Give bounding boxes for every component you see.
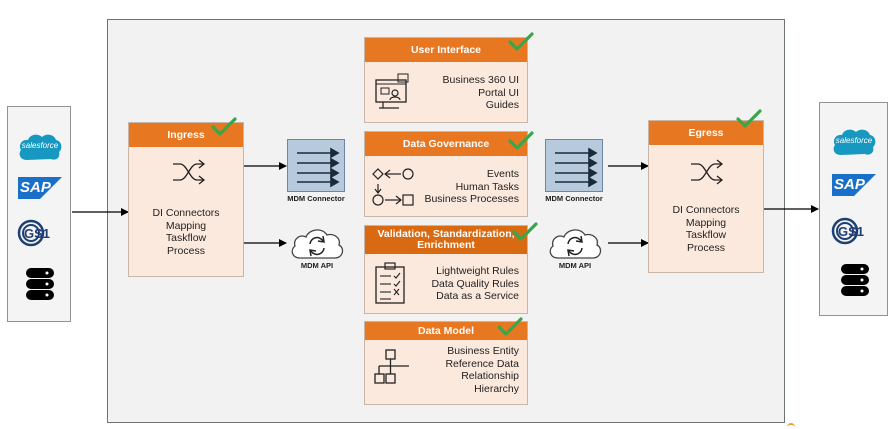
shuffle-icon <box>691 159 724 185</box>
sap-logo: SAP <box>832 174 876 201</box>
mdm-api-left-label: MDM API <box>300 261 334 270</box>
gs1-logo: GS1 <box>17 219 63 252</box>
cloud-sync-icon <box>549 229 602 259</box>
parallel-arrows-icon <box>555 147 598 188</box>
gs1-logo-text: GS1 <box>838 224 865 239</box>
data-governance-item: Business Processes <box>424 193 519 205</box>
user-interface-item: Portal UI <box>478 86 519 99</box>
data-model-header: Data Model <box>365 322 527 340</box>
corner-mark <box>787 423 795 429</box>
cloud-sync-icon <box>291 229 344 259</box>
data-model-title: Data Model <box>417 324 474 337</box>
data-governance-items: Events Human Tasks Business Processes <box>424 168 519 206</box>
check-icon <box>508 131 534 150</box>
validation-item: Data Quality Rules <box>431 277 519 290</box>
user-interface-header: User Interface <box>365 38 527 62</box>
validation-title-line2: Enrichment <box>417 239 475 251</box>
mdm-connector-left-label: MDM Connector <box>287 194 345 203</box>
sap-logo-text: SAP <box>20 179 51 196</box>
check-icon <box>211 117 237 136</box>
database-icon <box>840 261 870 304</box>
user-interface-item: Business 360 UI <box>442 74 519 86</box>
validation-items: Lightweight Rules Data Quality Rules Dat… <box>431 265 519 303</box>
sap-logo-text: SAP <box>834 176 865 193</box>
data-model-item: Relationship <box>461 370 519 382</box>
salesforce-logo-text: salesforce <box>835 136 873 145</box>
data-governance-item: Human Tasks <box>455 180 519 193</box>
data-governance-header: Data Governance <box>365 132 527 156</box>
check-icon <box>497 317 523 336</box>
salesforce-logo: salesforce <box>831 125 877 162</box>
egress-items: DI Connectors Mapping Taskflow Process <box>649 204 763 254</box>
ingress-items: DI Connectors Mapping Taskflow Process <box>129 207 243 257</box>
user-interface-items: Business 360 UI Portal UI Guides <box>443 74 519 112</box>
ingress-title: Ingress <box>167 128 205 141</box>
ingress-item: Taskflow <box>165 232 207 244</box>
sap-logo: SAP <box>18 177 62 204</box>
mdm-api-right-label: MDM API <box>558 261 592 270</box>
salesforce-logo: salesforce <box>17 130 63 167</box>
ingress-item: Process <box>167 244 205 257</box>
data-model-item: Reference Data <box>445 357 519 370</box>
data-governance-box: Data Governance Events Human Tasks Busin… <box>364 131 528 217</box>
checklist-icon <box>375 262 405 304</box>
ingress-box: Ingress DI Connectors Mapping Taskflow P… <box>128 122 244 277</box>
data-governance-title: Data Governance <box>402 137 490 150</box>
check-icon <box>736 109 762 128</box>
salesforce-logo-text: salesforce <box>21 141 59 150</box>
mdm-connector-right <box>545 139 603 192</box>
ingress-item: DI Connectors <box>152 207 220 219</box>
check-icon <box>508 32 534 51</box>
workflow-shapes-icon <box>372 168 414 206</box>
mdm-connector-right-label: MDM Connector <box>545 194 603 203</box>
data-model-item: Hierarchy <box>474 382 519 395</box>
ingress-header: Ingress <box>129 123 243 147</box>
validation-box: Validation, Standardization, Enrichment … <box>364 225 528 314</box>
data-model-items: Business Entity Reference Data Relations… <box>445 345 519 395</box>
mdm-connector-left <box>287 139 345 192</box>
source-systems-panel: salesforce SAP GS1 <box>7 106 71 322</box>
data-model-box: Data Model Business Entity Reference Dat… <box>364 321 528 405</box>
validation-item: Data as a Service <box>436 290 519 302</box>
validation-title-line1: Validation, Standardization, <box>377 228 515 240</box>
egress-item: Process <box>687 241 725 254</box>
data-governance-item: Events <box>486 168 519 180</box>
user-interface-box: User Interface Business 360 UI Portal UI… <box>364 37 528 123</box>
hierarchy-icon <box>374 349 409 384</box>
target-systems-panel: salesforce SAP GS1 <box>819 102 888 316</box>
egress-box: Egress DI Connectors Mapping Taskflow Pr… <box>648 120 764 273</box>
egress-item: Taskflow <box>685 229 727 241</box>
database-icon <box>25 265 55 308</box>
parallel-arrows-icon <box>297 147 340 188</box>
validation-item: Lightweight Rules <box>436 265 519 277</box>
gs1-logo-text: GS1 <box>24 226 51 241</box>
user-interface-item: Guides <box>485 99 519 111</box>
egress-item: Mapping <box>685 216 727 229</box>
check-icon <box>512 222 538 241</box>
user-interface-title: User Interface <box>410 43 482 56</box>
validation-header: Validation, Standardization, Enrichment <box>365 226 527 254</box>
shuffle-icon <box>173 159 206 185</box>
ingress-item: Mapping <box>165 219 207 232</box>
egress-item: DI Connectors <box>672 204 740 216</box>
gs1-logo: GS1 <box>831 217 877 250</box>
screen-user-icon <box>375 73 409 109</box>
egress-title: Egress <box>688 126 724 139</box>
data-model-item: Business Entity <box>447 345 519 357</box>
